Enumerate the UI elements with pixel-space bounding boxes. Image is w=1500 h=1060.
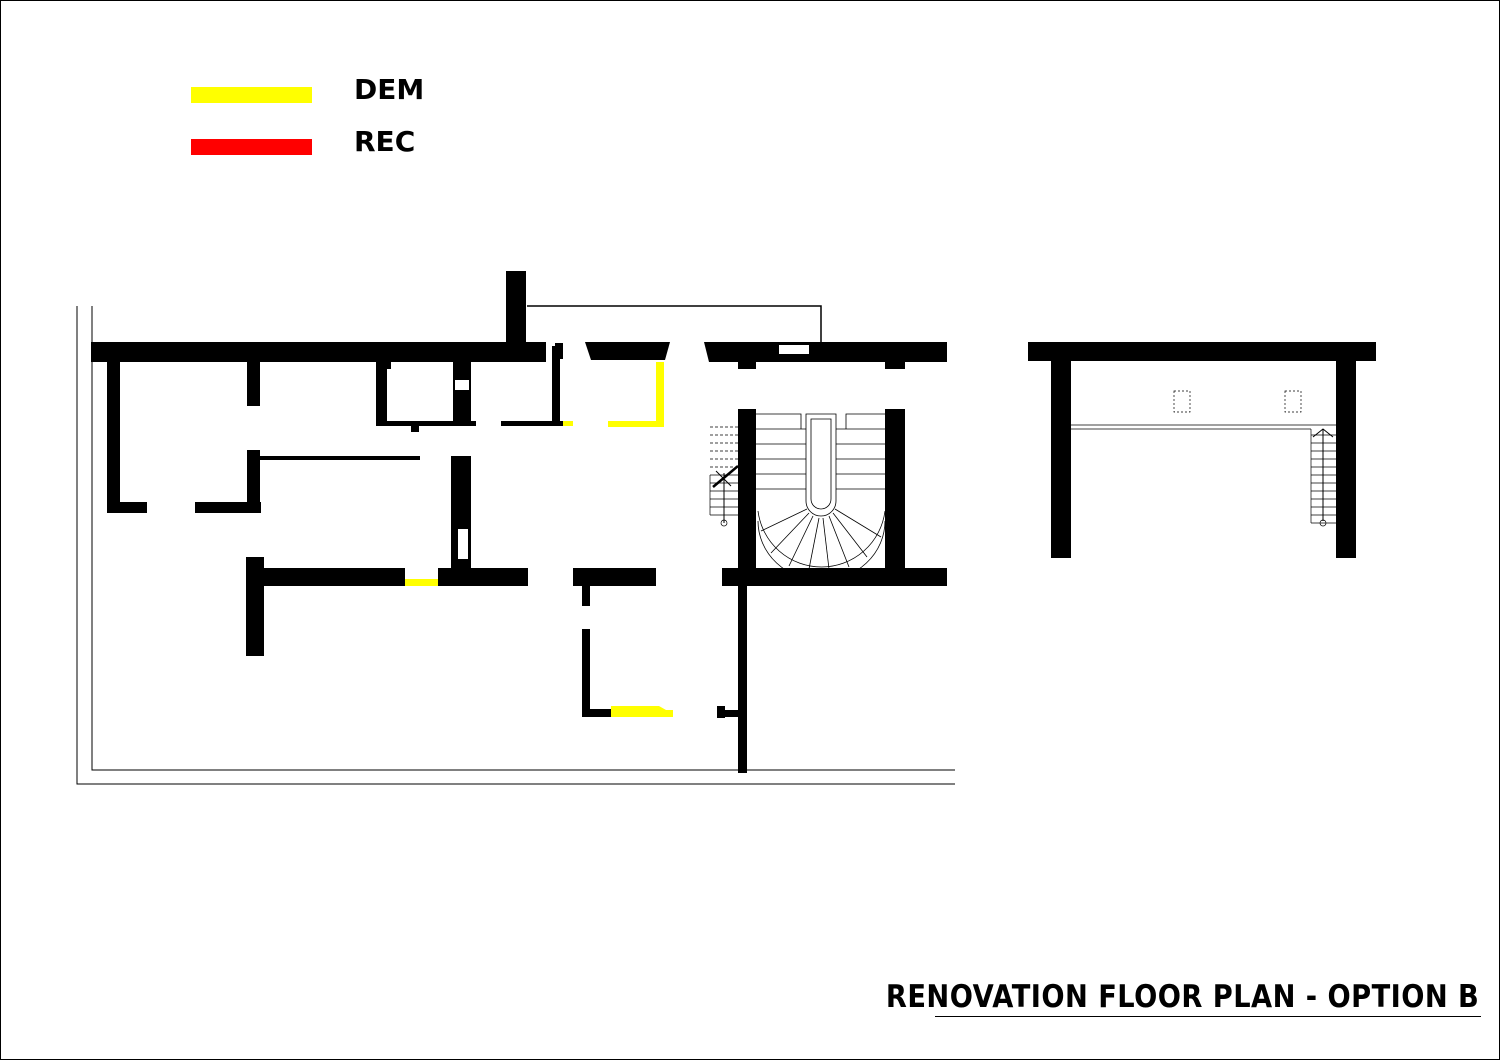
legend-dem-label: DEM bbox=[354, 73, 425, 106]
right-plan-details bbox=[1071, 390, 1336, 527]
small-stair-left bbox=[709, 426, 739, 527]
spiral-staircase bbox=[756, 413, 886, 581]
legend-dem: DEM bbox=[191, 73, 424, 106]
legend-dem-swatch bbox=[191, 87, 312, 103]
legend-rec-swatch bbox=[191, 139, 312, 155]
right-plan-walls bbox=[1028, 342, 1376, 558]
window-opening bbox=[779, 345, 809, 354]
demolition-walls bbox=[405, 362, 673, 717]
title-underline bbox=[935, 1016, 1481, 1017]
legend-rec: REC bbox=[191, 125, 415, 158]
site-boundary bbox=[76, 305, 955, 785]
drawing-title: RENOVATION FLOOR PLAN - OPTION B bbox=[885, 979, 1479, 1015]
main-plan-walls bbox=[91, 271, 947, 773]
legend-rec-label: REC bbox=[354, 125, 416, 158]
